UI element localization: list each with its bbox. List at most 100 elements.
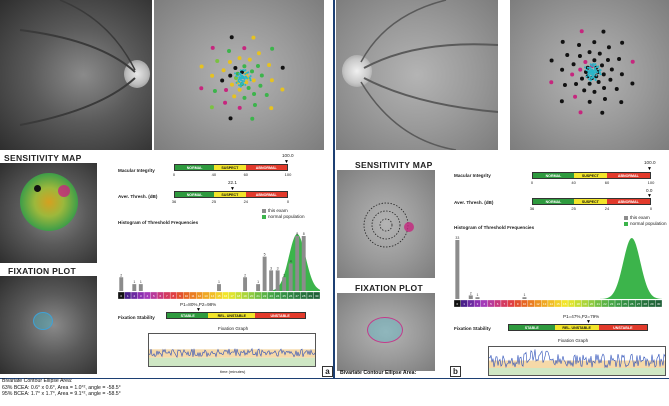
stimulus-point bbox=[562, 82, 567, 87]
stimulus-point bbox=[242, 46, 247, 51]
histogram-bar bbox=[243, 277, 248, 291]
sensitivity-map-b bbox=[337, 170, 435, 278]
fixation-band-relative bbox=[149, 349, 315, 358]
fixation-point bbox=[234, 72, 237, 75]
threshold-tick-label: 3 bbox=[140, 294, 142, 298]
stimulus-point bbox=[571, 62, 576, 67]
stimulus-point bbox=[227, 48, 232, 53]
threshold-tick-label: 25 bbox=[623, 302, 627, 306]
stimulus-point bbox=[280, 65, 285, 70]
aver-thresh-label-b: Aver. Thresh. (dB) bbox=[454, 200, 494, 205]
suspect-segment: SUSPECT bbox=[573, 173, 607, 178]
fixation-point bbox=[595, 74, 598, 77]
stimulus-point bbox=[237, 105, 242, 110]
stimulus-point bbox=[619, 100, 624, 105]
macular-ticks-b: 0 40 60 100 bbox=[530, 180, 655, 185]
stimulus-point bbox=[559, 99, 564, 104]
threshold-tick-label: 29 bbox=[650, 302, 654, 306]
stimulus-point bbox=[199, 64, 204, 69]
normal-segment: NORMAL bbox=[533, 199, 574, 204]
stimulus-point bbox=[606, 45, 611, 50]
histogram-bar-label: 2 bbox=[283, 273, 285, 277]
aver-thresh-bar-b: NORMAL SUSPECT ABNORMAL bbox=[532, 198, 651, 205]
histogram-bar-label: 2 bbox=[470, 291, 472, 295]
histogram-bar-label: 1 bbox=[257, 280, 259, 284]
fixation-point bbox=[239, 73, 242, 76]
threshold-tick-label: 20 bbox=[250, 294, 254, 298]
fixation-point bbox=[598, 68, 601, 71]
fixation-point bbox=[587, 72, 590, 75]
stimulus-point bbox=[560, 67, 565, 72]
stimulus-point bbox=[630, 81, 635, 86]
fixation-point bbox=[588, 75, 591, 78]
stimulus-point bbox=[232, 94, 237, 99]
histogram-bar bbox=[262, 256, 267, 291]
stimulus-point bbox=[210, 45, 215, 50]
fixation-stability-label-a: Fixation Stability bbox=[118, 315, 155, 320]
suspect-segment: SUSPECT bbox=[214, 165, 246, 170]
histogram-bar-label: 33 bbox=[455, 236, 459, 240]
bcea-63-a: 63% BCEA: 0.6° x 0.6°, Area = 1.0°², ang… bbox=[2, 384, 121, 391]
fixation-stability-bar-b: STABLE REL. UNSTABLE UNSTABLE bbox=[508, 324, 648, 331]
fixation-point bbox=[240, 79, 243, 82]
sensitivity-map-title-a: SENSITIVITY MAP bbox=[4, 153, 82, 163]
histogram-bar bbox=[119, 277, 124, 291]
fixation-point bbox=[590, 70, 593, 73]
macular-ticks-a: 0 40 60 100 bbox=[172, 172, 292, 177]
fixation-point bbox=[587, 70, 590, 73]
fixation-point bbox=[242, 68, 245, 71]
stimulus-point bbox=[587, 50, 592, 55]
stimulus-point bbox=[251, 35, 256, 40]
histogram-bar-label: 3 bbox=[270, 266, 272, 270]
threshold-tick-label: 27 bbox=[637, 302, 641, 306]
stimulus-point bbox=[579, 76, 584, 81]
fixation-point bbox=[592, 65, 595, 68]
threshold-tick-label: 10 bbox=[523, 302, 527, 306]
stimulus-point bbox=[251, 78, 256, 83]
threshold-tick-label: 26 bbox=[289, 294, 293, 298]
macular-integrity-bar-b: NORMAL SUSPECT ABNORMAL bbox=[532, 172, 651, 179]
stimulus-point bbox=[596, 80, 601, 85]
threshold-tick-label: 22 bbox=[263, 294, 267, 298]
histogram-bar bbox=[217, 284, 221, 291]
fixation-point bbox=[592, 72, 595, 75]
fundus-photo-b-microperimetry bbox=[510, 0, 669, 150]
bivariate-text-b: Bivariate Contour Ellipse Area: bbox=[340, 370, 416, 377]
stimulus-point bbox=[578, 67, 583, 72]
fixation-point bbox=[586, 66, 589, 69]
stimulus-point bbox=[242, 64, 247, 69]
threshold-tick-label: 23 bbox=[269, 294, 273, 298]
stimulus-point bbox=[221, 68, 226, 73]
fixation-point bbox=[243, 77, 246, 80]
threshold-tick-label: 16 bbox=[563, 302, 567, 306]
threshold-tick-label: 17 bbox=[230, 294, 234, 298]
fixation-point bbox=[584, 66, 587, 69]
stimulus-point bbox=[223, 100, 228, 105]
stimulus-point bbox=[199, 86, 204, 91]
fixation-point bbox=[589, 67, 592, 70]
threshold-tick-label: 12 bbox=[536, 302, 540, 306]
fixation-plot-title-a: FIXATION PLOT bbox=[8, 266, 76, 276]
histogram-title-a: Histogram of Threshold Frequencies bbox=[118, 220, 199, 225]
fixation-point bbox=[239, 69, 242, 72]
stimulus-point bbox=[252, 103, 257, 108]
threshold-tick-label: 15 bbox=[217, 294, 221, 298]
fixation-point bbox=[585, 75, 588, 78]
stimulus-point bbox=[592, 89, 597, 94]
aver-thresh-value-a: 22.1 bbox=[228, 180, 237, 185]
fixation-point bbox=[235, 81, 238, 84]
fundus-photo-a-left bbox=[0, 0, 152, 150]
threshold-tick-label: 0 bbox=[120, 294, 122, 298]
stimulus-point bbox=[578, 110, 583, 115]
stimulus-point bbox=[587, 81, 592, 86]
fixation-marker-a: ▼ bbox=[196, 307, 201, 313]
fixation-point bbox=[593, 67, 596, 70]
fixation-p-values-a: P1=80%,P2=98% bbox=[180, 302, 217, 307]
stimulus-point bbox=[614, 86, 619, 91]
threshold-tick-label: 1 bbox=[127, 294, 129, 298]
fixation-trace bbox=[149, 347, 315, 358]
stimulus-point bbox=[255, 63, 260, 68]
threshold-tick-label: 15 bbox=[556, 302, 560, 306]
stimulus-point bbox=[560, 39, 565, 44]
